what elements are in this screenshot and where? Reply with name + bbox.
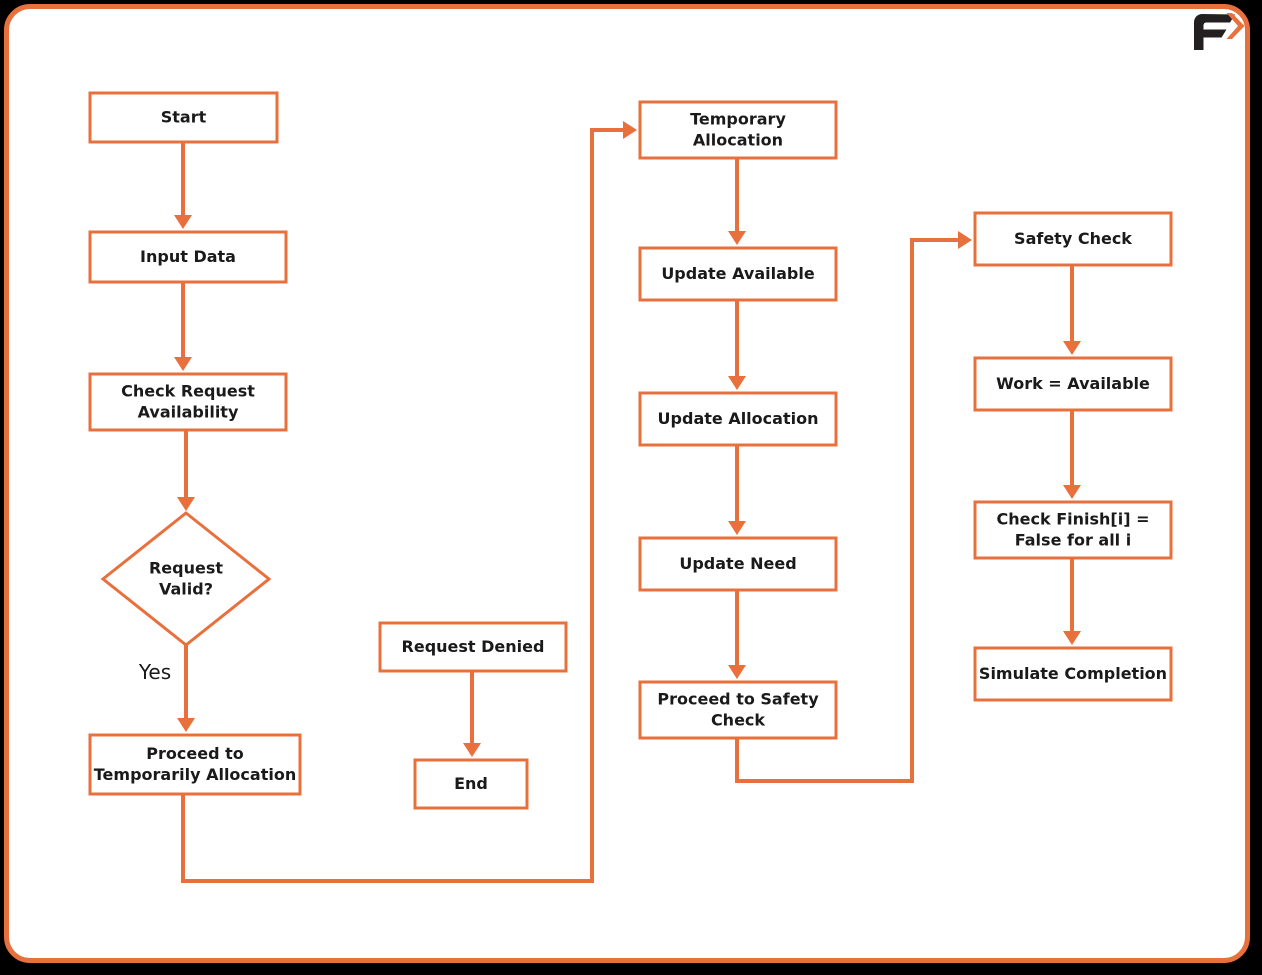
edge-label-yes: Yes — [138, 660, 171, 684]
flow-node-label: Work = Available — [996, 374, 1150, 393]
flow-node-end[interactable]: End — [413, 758, 529, 810]
flow-node-label: Safety Check — [1014, 229, 1132, 248]
process-shape — [973, 211, 1173, 267]
flow-connector — [728, 158, 746, 245]
letter-f-chevron-logo — [1194, 13, 1245, 50]
flow-node-label: Update Need — [679, 554, 796, 573]
logo-f-glyph — [1194, 14, 1235, 50]
diagram-frame — [4, 4, 1250, 963]
flow-node-check_finish[interactable]: Check Finish[i] =False for all i — [973, 500, 1173, 560]
flow-connector — [735, 231, 972, 783]
flow-node-label: Update Allocation — [658, 409, 819, 428]
flow-connector — [1063, 410, 1081, 499]
process-shape — [973, 356, 1173, 412]
flow-connector — [174, 142, 192, 229]
flow-node-request_denied[interactable]: Request Denied — [378, 621, 568, 673]
flow-node-label: Start — [161, 107, 207, 126]
process-shape — [638, 536, 838, 592]
flow-connector — [177, 430, 195, 511]
flow-connector — [728, 590, 746, 679]
flow-connector — [463, 671, 481, 757]
flow-node-update_alloc[interactable]: Update Allocation — [638, 391, 838, 447]
process-shape — [88, 733, 302, 796]
flow-connector — [1063, 558, 1081, 645]
flow-node-label: Check Finish[i] =False for all i — [997, 509, 1150, 549]
process-shape — [378, 621, 568, 673]
flow-node-simulate[interactable]: Simulate Completion — [973, 646, 1173, 702]
process-shape — [88, 372, 288, 432]
process-shape — [638, 246, 838, 302]
flow-node-update_avail[interactable]: Update Available — [638, 246, 838, 302]
flow-connector — [174, 282, 192, 371]
flow-node-label: Update Available — [661, 264, 815, 283]
process-shape — [638, 680, 838, 740]
edge-labels-layer: Yes — [138, 660, 171, 684]
process-shape — [88, 230, 288, 284]
process-shape — [973, 646, 1173, 702]
flow-node-safety_check[interactable]: Safety Check — [973, 211, 1173, 267]
flow-node-start[interactable]: Start — [88, 91, 279, 144]
flow-node-input_data[interactable]: Input Data — [88, 230, 288, 284]
flow-node-label: Request Denied — [402, 637, 545, 656]
flow-connector — [181, 121, 637, 883]
flow-node-label: Input Data — [140, 247, 236, 266]
flow-node-label: Simulate Completion — [979, 664, 1167, 683]
decision-shape — [100, 511, 272, 647]
flow-connector — [728, 300, 746, 390]
process-shape — [973, 500, 1173, 560]
flow-node-label: End — [454, 774, 488, 793]
flow-node-update_need[interactable]: Update Need — [638, 536, 838, 592]
process-shape — [88, 91, 279, 144]
flow-connector — [177, 645, 195, 732]
flow-connector — [728, 445, 746, 535]
edges-layer — [174, 121, 1081, 883]
logo-chevron-icon — [1226, 13, 1245, 39]
process-shape — [638, 100, 838, 160]
process-shape — [413, 758, 529, 810]
process-shape — [638, 391, 838, 447]
flow-node-work_available[interactable]: Work = Available — [973, 356, 1173, 412]
flow-connector — [1063, 265, 1081, 355]
